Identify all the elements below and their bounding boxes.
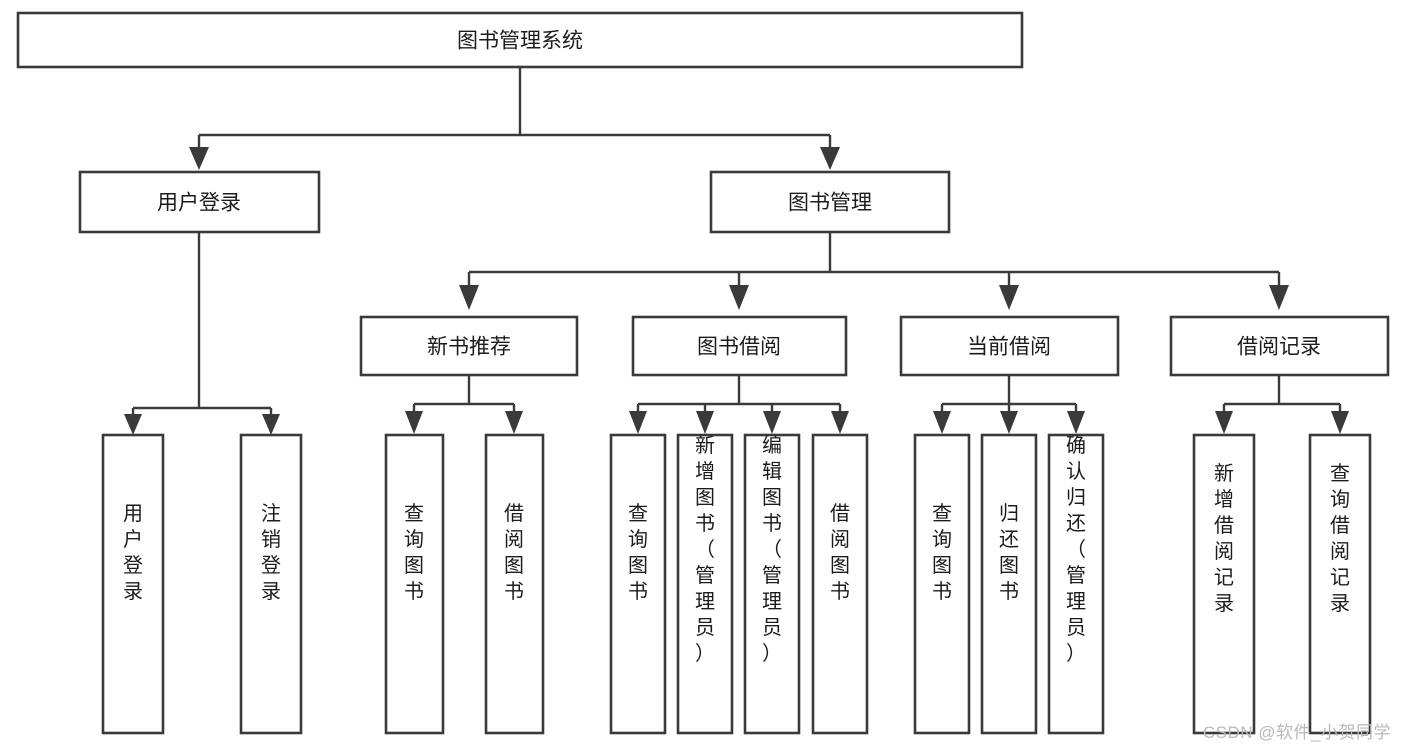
leaf-new-book-query[interactable]: 查询图书 <box>384 433 445 735</box>
node-box-book-borrow[interactable] <box>631 315 848 377</box>
arrow-head-nb-c1 <box>405 411 423 434</box>
leaf-box-book-borrow-add[interactable] <box>676 433 734 735</box>
leaf-box-book-borrow-query[interactable] <box>609 433 667 735</box>
leaf-user-login-login[interactable]: 用户登录 <box>101 433 165 735</box>
leaf-label-current-borrow-query: 查询图书 <box>932 502 952 603</box>
leaf-box-current-borrow-return[interactable] <box>980 433 1038 735</box>
arrow-head-cb-c2 <box>1000 411 1018 434</box>
arrow-head-book-manage <box>820 147 840 170</box>
arrow-head-user-login <box>189 147 209 170</box>
node-label-new-book-recommend: 新书推荐 <box>427 336 511 359</box>
leaf-label-book-borrow-borrow: 借阅图书 <box>830 502 850 603</box>
node-user-login[interactable]: 用户登录 <box>78 170 321 234</box>
arrow-head-new-book <box>459 285 479 310</box>
node-book-management[interactable]: 图书管理 <box>709 170 951 234</box>
leaf-current-borrow-query[interactable]: 查询图书 <box>913 433 971 735</box>
arrow-head-user-login-c1 <box>124 414 142 435</box>
leaf-box-book-borrow-edit[interactable] <box>743 433 801 735</box>
leaf-book-borrow-query[interactable]: 查询图书 <box>609 433 667 735</box>
leaf-box-user-login-logout[interactable] <box>239 433 303 735</box>
leaf-label-book-borrow-add: 新增图书（管理员） <box>695 434 715 665</box>
leaf-user-login-logout[interactable]: 注销登录 <box>239 433 303 735</box>
leaf-label-borrow-record-query: 查询借阅记录 <box>1330 462 1350 615</box>
leaf-current-borrow-confirm[interactable]: 确认归还（管理员） <box>1047 433 1105 735</box>
leaf-box-new-book-borrow[interactable] <box>484 433 545 735</box>
leaf-label-borrow-record-add: 新增借阅记录 <box>1214 462 1234 615</box>
leaf-label-current-borrow-confirm: 确认归还（管理员） <box>1066 434 1086 665</box>
arrow-head-bb-c3 <box>763 411 781 434</box>
leaf-box-book-borrow-borrow[interactable] <box>811 433 869 735</box>
node-box-current-borrow[interactable] <box>899 315 1120 377</box>
leaf-label-book-borrow-query: 查询图书 <box>628 502 648 603</box>
node-root-book-management-system[interactable]: 图书管理系统 <box>16 11 1024 69</box>
leaf-current-borrow-return[interactable]: 归还图书 <box>980 433 1038 735</box>
node-label-root: 图书管理系统 <box>457 30 583 53</box>
leaf-label-book-borrow-edit: 编辑图书（管理员） <box>762 434 782 665</box>
connector-layer <box>124 67 1349 435</box>
leaf-box-borrow-record-add[interactable] <box>1192 433 1256 735</box>
node-label-book-management: 图书管理 <box>788 192 872 215</box>
leaf-book-borrow-borrow[interactable]: 借阅图书 <box>811 433 869 735</box>
arrow-head-bb-c4 <box>831 411 849 434</box>
leaf-label-user-login-logout: 注销登录 <box>261 502 281 603</box>
arrow-head-br-c2 <box>1331 411 1349 434</box>
arrow-head-user-login-c2 <box>262 414 280 435</box>
arrow-head-bb-c2 <box>696 411 714 434</box>
node-label-current-borrow: 当前借阅 <box>967 336 1051 359</box>
node-book-borrow[interactable]: 图书借阅 <box>631 315 848 377</box>
node-box-borrow-record[interactable] <box>1169 315 1390 377</box>
node-current-borrow[interactable]: 当前借阅 <box>899 315 1120 377</box>
node-label-borrow-record: 借阅记录 <box>1237 336 1321 359</box>
leaf-box-borrow-record-query[interactable] <box>1308 433 1372 735</box>
leaf-label-user-login-login: 用户登录 <box>123 503 143 603</box>
node-label-book-borrow: 图书借阅 <box>697 336 781 359</box>
leaf-box-current-borrow-query[interactable] <box>913 433 971 735</box>
leaf-box-new-book-query[interactable] <box>384 433 445 735</box>
node-box-book-management[interactable] <box>709 170 951 234</box>
leaf-label-new-book-query: 查询图书 <box>404 502 424 603</box>
leaf-book-borrow-edit[interactable]: 编辑图书（管理员） <box>743 433 801 735</box>
arrow-head-bb-c1 <box>629 411 647 434</box>
leaf-label-new-book-borrow: 借阅图书 <box>504 502 524 603</box>
arrow-head-cb-c1 <box>933 411 951 434</box>
arrow-head-current-borrow <box>999 285 1019 310</box>
leaf-borrow-record-add[interactable]: 新增借阅记录 <box>1192 433 1256 735</box>
leaf-new-book-borrow[interactable]: 借阅图书 <box>484 433 545 735</box>
arrow-head-br-c1 <box>1215 411 1233 434</box>
arrow-head-nb-c2 <box>505 411 523 434</box>
node-new-book-recommend[interactable]: 新书推荐 <box>359 315 579 377</box>
leaf-box-user-login-login[interactable] <box>101 433 165 735</box>
node-box-root[interactable] <box>16 11 1024 69</box>
leaf-borrow-record-query[interactable]: 查询借阅记录 <box>1308 433 1372 735</box>
arrow-head-cb-c3 <box>1067 411 1085 434</box>
leaf-box-current-borrow-confirm[interactable] <box>1047 433 1105 735</box>
node-box-user-login[interactable] <box>78 170 321 234</box>
node-box-new-book-recommend[interactable] <box>359 315 579 377</box>
node-label-user-login: 用户登录 <box>157 192 241 215</box>
arrow-head-borrow-record <box>1269 285 1289 310</box>
leaf-book-borrow-add[interactable]: 新增图书（管理员） <box>676 433 734 735</box>
node-borrow-record[interactable]: 借阅记录 <box>1169 315 1390 377</box>
leaf-label-current-borrow-return: 归还图书 <box>999 502 1019 603</box>
arrow-head-book-borrow <box>729 285 749 310</box>
